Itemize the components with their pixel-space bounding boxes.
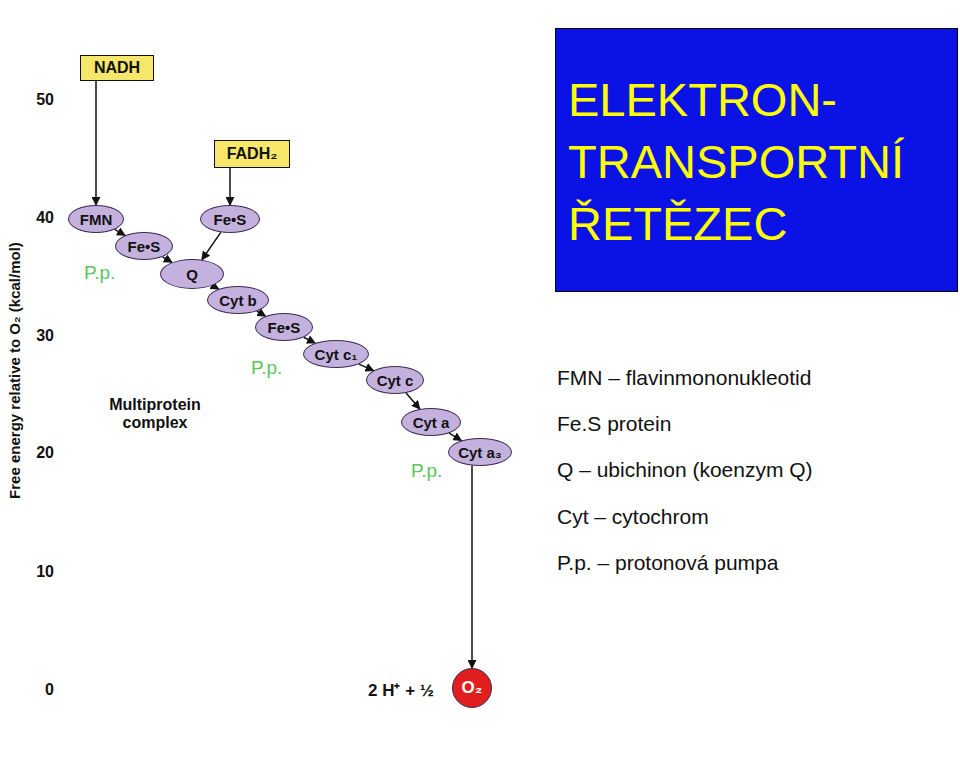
flow-arrow — [359, 364, 374, 370]
fes-ellipse: Fe•S — [255, 313, 313, 341]
legend-line: Q – ubichinon (koenzym Q) — [557, 458, 957, 482]
complex-one: P.p. FMN Fe•S — [62, 172, 192, 332]
flow-arrow — [304, 337, 315, 343]
node-text: O₂ — [462, 678, 483, 698]
complex-shadow — [72, 169, 194, 319]
node-text: FMN — [80, 211, 113, 228]
node-text: Fe•S — [214, 211, 247, 228]
flow-arrow — [229, 168, 231, 205]
axis-tick-label: 0 — [18, 681, 54, 699]
node-text: FADH₂ — [227, 145, 278, 163]
flow-arrow — [449, 433, 461, 440]
complex-three: P.p. Cyt b Fe•S Cyt c₁ — [203, 245, 388, 400]
legend-line: FMN – flavinmononukleotid — [557, 366, 957, 390]
node-text: Cyt a — [413, 414, 450, 431]
complex-body — [66, 175, 188, 325]
cyt-c1-ellipse: Cyt c₁ — [303, 340, 369, 368]
pump-label: P.p. — [411, 460, 442, 482]
legend-line: Fe.S protein — [557, 412, 957, 436]
axis-tick-label: 20 — [18, 444, 54, 462]
legend-line: P.p. – protonová pumpa — [557, 551, 957, 575]
node-text: NADH — [94, 59, 140, 77]
panel-ground — [65, 0, 510, 745]
node-text: Fe•S — [128, 238, 161, 255]
complex-shadow — [401, 319, 524, 519]
cyt-b-ellipse: Cyt b — [207, 286, 269, 314]
flow-arrow — [202, 232, 221, 259]
flow-arrow — [471, 466, 473, 668]
node-text: Fe•S — [268, 319, 301, 336]
flow-arrow — [95, 81, 97, 205]
complex-shadow — [213, 242, 389, 389]
node-text: Cyt c₁ — [315, 346, 358, 363]
title-text: ELEKTRON- TRANSPORTNÍ ŘETĚZEC — [568, 69, 947, 255]
node-text: Cyt b — [219, 292, 257, 309]
title-box: ELEKTRON- TRANSPORTNÍ ŘETĚZEC — [555, 28, 958, 292]
cyt-a3-ellipse: Cyt a₃ — [448, 438, 512, 466]
node-text: Q — [186, 266, 198, 283]
oxygen-circle: O₂ — [452, 668, 492, 708]
node-text: Cyt a₃ — [458, 444, 502, 461]
axis-tick-label: 50 — [18, 91, 54, 109]
complex-label: Multiprotein complex — [90, 396, 220, 433]
cyt-c-ellipse: Cyt c — [366, 366, 424, 394]
complex-four: P.p. Cyt a Cyt a₃ — [393, 320, 523, 535]
outflow-line — [471, 709, 473, 755]
axis-title: Free energy relative to O₂ (kcal/mol) — [6, 211, 23, 531]
q-ellipse: Q — [160, 259, 224, 289]
flow-arrow — [115, 229, 126, 235]
flow-arrow — [162, 257, 171, 263]
pump-label: P.p. — [251, 357, 282, 379]
pump-label: P.p. — [84, 262, 115, 284]
axis-tick-label: 30 — [18, 327, 54, 345]
legend-line: Cyt – cytochrom — [557, 505, 957, 529]
fmn-ellipse: FMN — [68, 205, 124, 233]
fes-ellipse: Fe•S — [115, 232, 173, 260]
complex-body — [207, 248, 383, 395]
axis-tick-label: 40 — [18, 209, 54, 227]
outflow-head — [467, 753, 477, 763]
flow-arrow — [406, 393, 420, 409]
node-text: Cyt c — [377, 372, 414, 389]
fadh2-box: FADH₂ — [214, 140, 290, 168]
cyt-a-ellipse: Cyt a — [401, 408, 461, 436]
leader-line — [201, 357, 236, 392]
nadh-box: NADH — [80, 55, 154, 81]
complex-body — [395, 325, 518, 525]
axis-ticks — [58, 100, 65, 690]
axis-tick-label: 10 — [18, 563, 54, 581]
fes-ellipse: Fe•S — [200, 205, 260, 233]
reaction-label: 2 H⁺ + ½ — [368, 678, 448, 701]
